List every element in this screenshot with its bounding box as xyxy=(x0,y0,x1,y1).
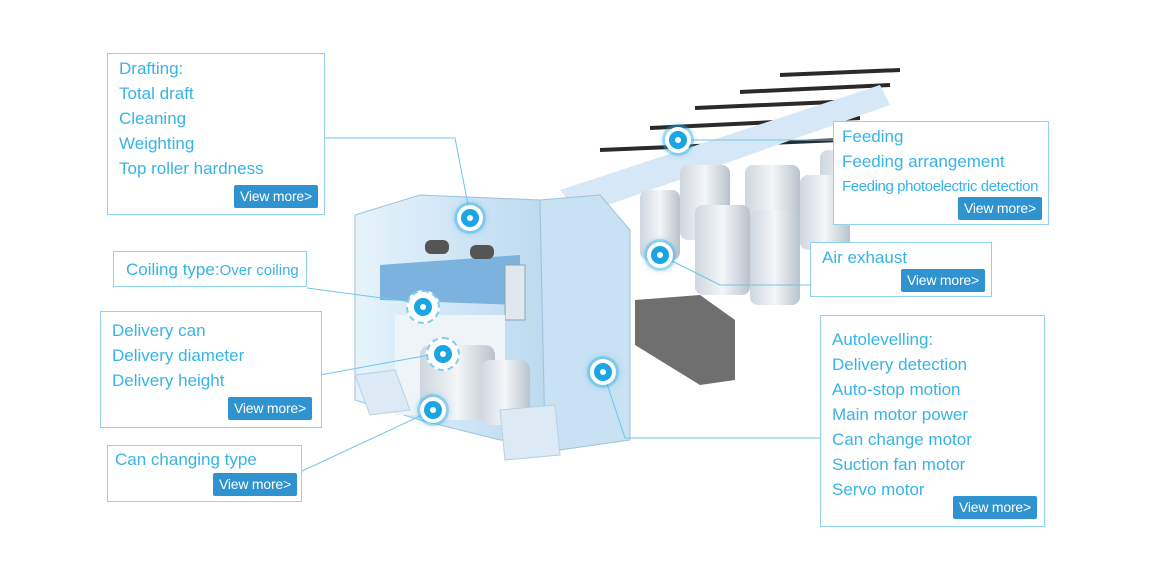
hotspot-drafting[interactable] xyxy=(457,205,483,231)
vent-grille-1 xyxy=(425,240,449,254)
can-changing-view-more-button[interactable]: View more> xyxy=(212,473,297,496)
air-exhaust-title: Air exhaust xyxy=(822,248,908,267)
autolevelling-item-suction-fan: Suction fan motor xyxy=(832,455,966,474)
autolevelling-item-servo-motor: Servo motor xyxy=(832,480,925,499)
delivery-item-height: Delivery height xyxy=(112,371,225,390)
autolevelling-item-can-change-motor: Can change motor xyxy=(832,430,972,449)
hotspot-autolevelling[interactable] xyxy=(590,359,616,385)
can-changing-panel: Can changing type View more> xyxy=(107,445,302,502)
foot-right xyxy=(499,404,561,461)
drafting-panel: Drafting: Total draft Cleaning Weighting… xyxy=(107,53,325,215)
drafting-title: Drafting: xyxy=(119,59,184,78)
autolevelling-view-more-button[interactable]: View more> xyxy=(952,496,1037,519)
feeding-view-more-button[interactable]: View more> xyxy=(957,197,1042,220)
leader-lines xyxy=(299,137,835,473)
autolevelling-item-auto-stop: Auto-stop motion xyxy=(832,380,961,399)
feeding-panel: Feeding Feeding arrangement Feeding phot… xyxy=(833,121,1049,225)
delivery-view-more-button[interactable]: View more> xyxy=(227,397,312,420)
coiling-line: Coiling type:Over coiling xyxy=(126,257,306,283)
control-panel xyxy=(504,264,526,321)
foot-left xyxy=(354,369,411,416)
hotspot-air-exhaust[interactable] xyxy=(647,242,673,268)
autolevelling-item-main-motor: Main motor power xyxy=(832,405,969,424)
vent-grille-2 xyxy=(470,245,494,259)
drafting-item-top-roller-hardness: Top roller hardness xyxy=(119,159,264,178)
delivery-item-can: Delivery can xyxy=(112,321,206,340)
hotspot-coiling[interactable] xyxy=(406,290,440,324)
can-changing-title: Can changing type xyxy=(115,450,257,469)
autolevelling-panel: Autolevelling: Delivery detection Auto-s… xyxy=(820,315,1045,527)
drafting-view-more-button[interactable]: View more> xyxy=(233,185,318,208)
feed-creel xyxy=(560,85,890,215)
delivery-panel: Delivery can Delivery diameter Delivery … xyxy=(100,311,322,428)
feeding-title: Feeding xyxy=(842,127,904,146)
autolevelling-item-delivery-detection: Delivery detection xyxy=(832,355,968,374)
coiling-value: Over coiling xyxy=(219,262,299,279)
hotspot-feeding[interactable] xyxy=(665,127,691,153)
feeding-item-arrangement: Feeding arrangement xyxy=(842,152,1005,171)
step-block xyxy=(635,295,735,385)
air-exhaust-panel: Air exhaust View more> xyxy=(810,242,992,297)
coiling-panel: Coiling type:Over coiling xyxy=(113,251,307,287)
autolevelling-title: Autolevelling: xyxy=(832,330,934,349)
drafting-item-total-draft: Total draft xyxy=(119,84,194,103)
hotspot-delivery[interactable] xyxy=(426,337,460,371)
feeding-item-photoelectric: Feeding photoelectric detection xyxy=(842,178,1039,195)
delivery-item-diameter: Delivery diameter xyxy=(112,346,245,365)
drafting-item-weighting: Weighting xyxy=(119,134,195,153)
drafting-item-cleaning: Cleaning xyxy=(119,109,187,128)
coiling-label: Coiling type: xyxy=(126,260,220,279)
air-exhaust-view-more-button[interactable]: View more> xyxy=(900,269,985,292)
hotspot-can-changing[interactable] xyxy=(420,397,446,423)
